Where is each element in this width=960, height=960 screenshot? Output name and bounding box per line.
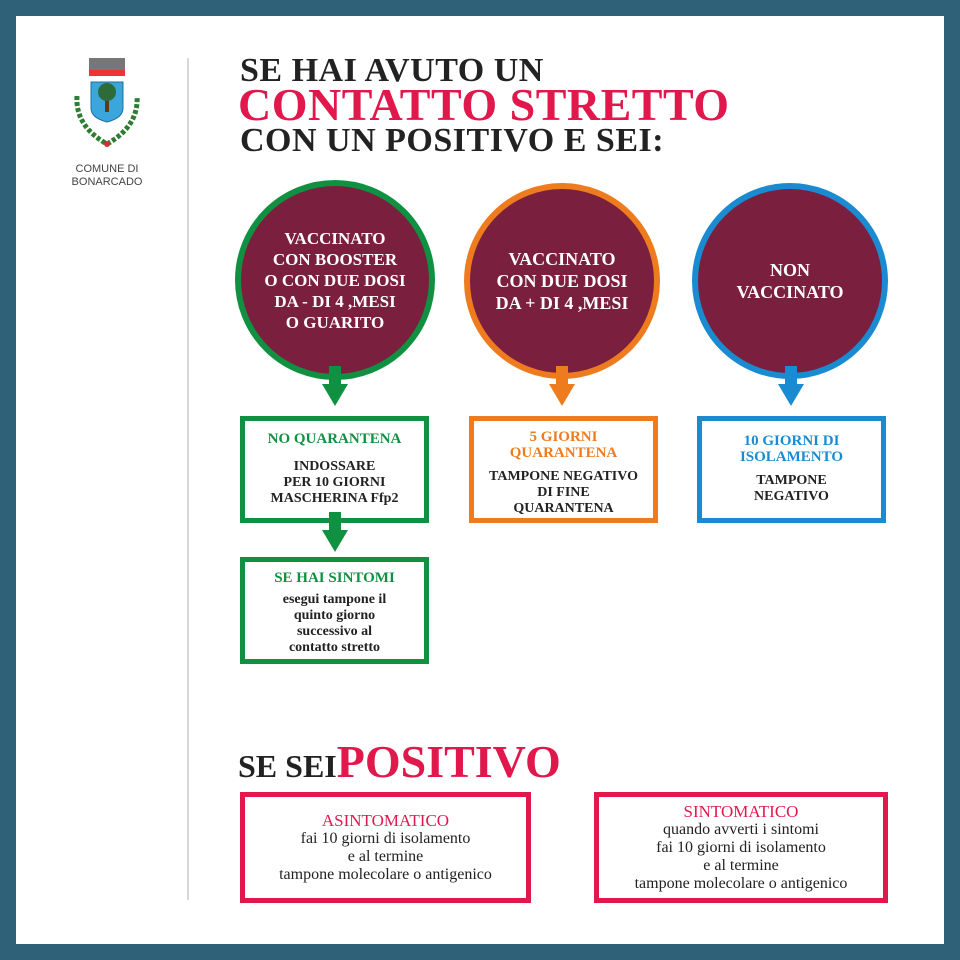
box-text: quando avverti i sintomi fai 10 giorni d… (634, 820, 848, 892)
box-title: 10 GIORNI DI ISOLAMENTO (739, 433, 844, 465)
title-line3: CON UN POSITIVO E SEI: (240, 122, 665, 159)
arrow-down-icon (778, 366, 804, 406)
box-text: TAMPONE NEGATIVO DI FINE QUARANTENA (489, 469, 638, 516)
box-text: fai 10 giorni di isolamento e al termine… (279, 829, 492, 883)
positive-prefix: SE SEI (238, 748, 337, 784)
box-no-quarantine: NO QUARANTENA INDOSSARE PER 10 GIORNI MAS… (240, 416, 429, 523)
arrow-down-icon (322, 366, 348, 406)
circle-vaccinated-booster: VACCINATO CON BOOSTER O CON DUE DOSI DA … (235, 180, 435, 380)
title-line2: CONTATTO STRETTO (238, 79, 730, 130)
box-title: NO QUARANTENA (267, 431, 402, 447)
coat-of-arms-icon (74, 58, 140, 147)
divider (187, 58, 189, 900)
box-title: ASINTOMATICO (321, 810, 450, 830)
circle-vaccinated-two-doses: VACCINATO CON DUE DOSI DA + DI 4 ,MESI (464, 183, 660, 379)
box-title: SINTOMATICO (683, 801, 799, 821)
box-10-days-isolation: 10 GIORNI DI ISOLAMENTO TAMPONE NEGATIVO (697, 416, 886, 523)
municipality-logo: COMUNE DI BONARCADO (62, 56, 152, 189)
positive-heading: SE SEI POSITIVO (238, 735, 561, 788)
box-symptoms: SE HAI SINTOMI esegui tampone il quinto g… (240, 557, 429, 664)
box-5-days-quarantine: 5 GIORNI QUARANTENA TAMPONE NEGATIVO DI F… (469, 416, 658, 523)
logo-text-line1: COMUNE DI (75, 163, 139, 175)
title-line1: SE HAI AVUTO UN (240, 52, 544, 89)
arrow-down-icon (549, 366, 575, 406)
box-text: TAMPONE NEGATIVO (754, 473, 829, 504)
positive-title: POSITIVO (336, 736, 561, 787)
box-title: SE HAI SINTOMI (274, 570, 395, 586)
arrow-down-icon (322, 512, 348, 552)
box-text: esegui tampone il quinto giorno successi… (282, 592, 387, 655)
box-text: INDOSSARE PER 10 GIORNI MASCHERINA Ffp2 (270, 459, 399, 506)
circle-not-vaccinated: NON VACCINATO (692, 183, 888, 379)
box-title: 5 GIORNI QUARANTENA (509, 429, 618, 461)
logo-text-line2: BONARCADO (71, 176, 143, 188)
